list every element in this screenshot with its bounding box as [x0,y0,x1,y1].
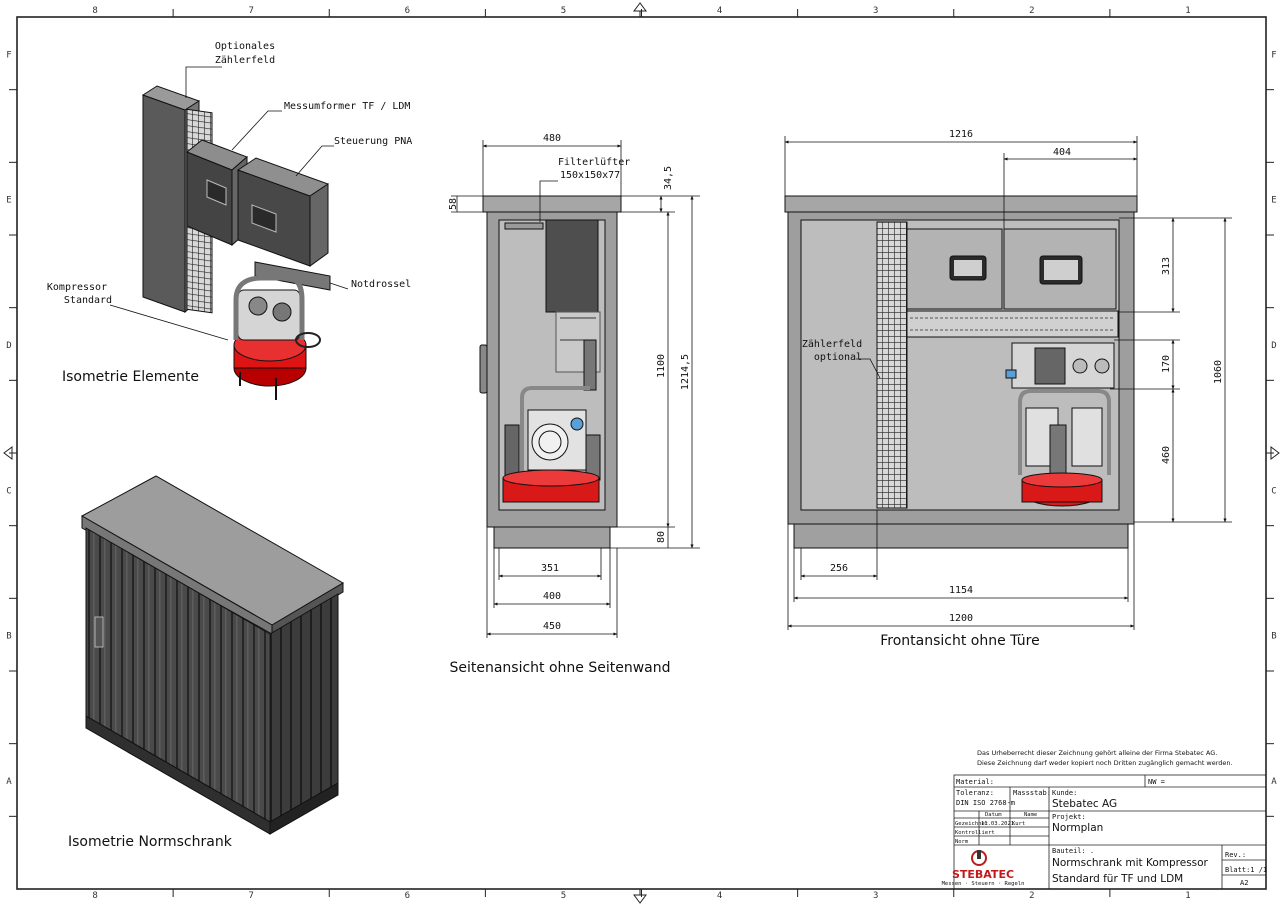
grid-col-bottom: 1 [1185,891,1190,901]
tb-drawn-date: 11.03.2021 [981,821,1014,827]
tb-part-value-1: Normschrank mit Kompressor [1052,857,1209,869]
tb-material-label: Material: [956,778,994,786]
grid-col-bottom: 2 [1029,891,1034,901]
grid-row-left: B [6,632,11,642]
dim-side-1100: 1100 [656,354,667,378]
stebatec-logo: STEBATEC Messen · Steuern · Regeln [942,850,1025,887]
side-view-dimensions [451,140,700,638]
tb-part-label: Bauteil: . [1052,847,1094,855]
label-throttle: Notdrossel [351,279,411,290]
caption-front-view: Frontansicht ohne Türe [880,633,1040,649]
grid-row-left: C [6,486,11,496]
tb-rev-label: Rev.: [1225,851,1246,859]
label-meter-optional-1: Zählerfeld [802,339,862,350]
tb-project-label: Projekt: [1052,813,1086,821]
dim-side-1214-5: 1214,5 [680,354,691,390]
caption-isometric-cabinet: Isometrie Normschrank [68,834,233,850]
label-compressor-2: Standard [64,295,112,306]
front-view-dimensions [784,136,1232,630]
dim-side-480: 480 [543,133,561,144]
dim-front-170: 170 [1161,355,1172,373]
grid-col-top: 4 [717,6,722,16]
grid-col-top: 8 [92,6,97,16]
front-view: Zählerfeld optional 1216 404 313 170 460… [784,129,1232,649]
logo-subtitle: Messen · Steuern · Regeln [942,881,1025,887]
dim-side-400: 400 [543,591,561,602]
label-meter-optional-2: optional [814,352,862,363]
grid-col-bottom: 8 [92,891,97,901]
grid-row-right: F [1271,50,1276,60]
grid-col-top: 7 [248,6,253,16]
caption-side-view: Seitenansicht ohne Seitenwand [449,660,670,676]
grid-row-right: D [1271,341,1276,351]
dim-side-58: 58 [448,198,459,210]
grid-row-left: E [6,196,11,206]
grid-row-left: F [6,50,11,60]
grid-row-right: E [1271,196,1276,206]
grid-row-right: A [1271,777,1277,787]
tb-scale-label: Massstab: [1013,789,1051,797]
dim-front-1216: 1216 [949,129,973,140]
side-view: Filterlüfter 150x150x77 480 34,5 58 1100… [448,133,700,676]
tb-drawn-label: Gezeichnet [955,821,988,827]
isometric-cabinet-view: Isometrie Normschrank [68,475,344,850]
grid-row-right: C [1271,486,1276,496]
tb-tolerance-value: DIN ISO 2768-m [956,799,1015,807]
grid-col-top: 1 [1185,6,1190,16]
label-optional-meter-1: Optionales [215,41,275,52]
tb-format: A2 [1240,879,1248,887]
tb-norm-label: Norm [955,839,969,845]
grid-col-bottom: 4 [717,891,722,901]
dim-side-80: 80 [656,531,667,543]
grid-col-bottom: 7 [248,891,253,901]
tb-name-header: Name [1024,812,1037,818]
tb-customer-value: Stebatec AG [1052,798,1117,810]
grid-row-left: D [6,341,11,351]
caption-isometric-elements: Isometrie Elemente [62,369,199,385]
dim-front-1200: 1200 [949,613,973,624]
grid-row-right: B [1271,632,1276,642]
dim-front-1154: 1154 [949,585,973,596]
dim-front-404: 404 [1053,147,1071,158]
tb-tolerance-label: Toleranz: [956,789,994,797]
title-block: Material: NW = Toleranz: DIN ISO 2768-m … [942,774,1267,890]
dim-side-351: 351 [541,563,559,574]
grid-col-bottom: 5 [561,891,566,901]
label-optional-meter-2: Zählerfeld [215,55,275,66]
grid-col-bottom: 6 [405,891,410,901]
dim-front-1060: 1060 [1213,360,1224,384]
label-compressor-1: Kompressor [47,282,107,293]
grid-col-bottom: 3 [873,891,878,901]
tb-date-header: Datum [985,812,1002,818]
grid-row-left: A [6,777,12,787]
label-filter-fan-1: Filterlüfter [558,157,630,168]
dim-side-450: 450 [543,621,561,632]
tb-sheet-label: Blatt:1 /1 [1225,866,1267,874]
label-transducer: Messumformer TF / LDM [284,101,410,112]
dim-front-256: 256 [830,563,848,574]
copyright-line-1: Das Urheberrecht dieser Zeichnung gehört… [977,749,1217,757]
dim-side-34-5: 34,5 [663,166,674,190]
grid-col-top: 3 [873,6,878,16]
label-control: Steuerung PNA [334,136,412,147]
dim-front-460: 460 [1161,446,1172,464]
tb-customer-label: Kunde: [1052,789,1077,797]
tb-part-value-2: Standard für TF und LDM [1052,873,1183,885]
dim-front-313: 313 [1161,257,1172,275]
tb-checked-label: Kontrolliert [955,830,995,836]
tb-drawn-name: Kurt [1012,821,1025,827]
grid-col-top: 5 [561,6,566,16]
logo-text: STEBATEC [952,868,1014,881]
isometric-elements-view: Optionales Zählerfeld Messumformer TF / … [47,41,412,400]
copyright-line-2: Diese Zeichnung darf weder kopiert noch … [977,759,1233,767]
label-filter-fan-2: 150x150x77 [560,170,620,181]
tb-nw-label: NW = [1148,778,1165,786]
grid-col-top: 2 [1029,6,1034,16]
tb-project-value: Normplan [1052,822,1103,834]
grid-col-top: 6 [405,6,410,16]
